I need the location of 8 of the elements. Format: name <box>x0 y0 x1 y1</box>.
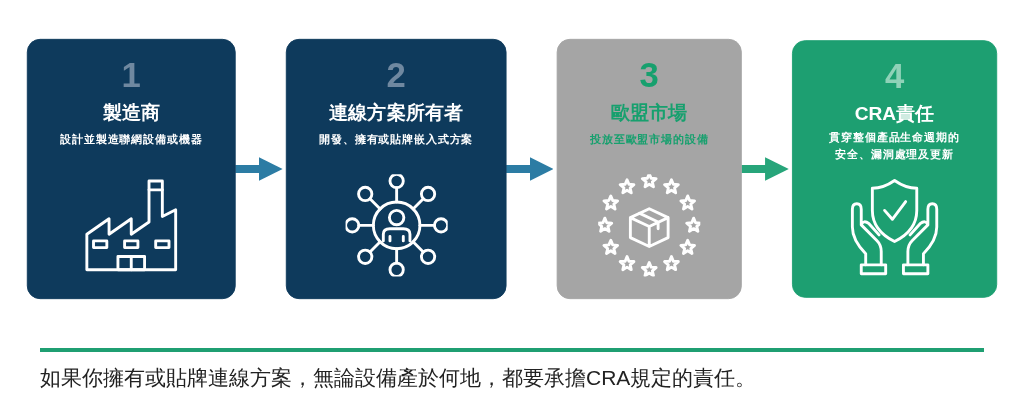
arrow <box>741 157 789 181</box>
node-box: 3 歐盟市場 投放至歐盟市場的設備 <box>556 38 742 300</box>
node-box: 1 製造商 設計並製造聯網設備或機器 <box>26 38 236 300</box>
node-box: 4 CRA責任 貫穿整個產品生命週期的安全、漏洞處理及更新 <box>791 40 998 298</box>
caption: 如果你擁有或貼牌連線方案，無論設備產於何地，都要承擔CRA規定的責任。 <box>40 365 757 391</box>
arrow <box>506 157 554 181</box>
node-box: 2 連線方案所有者 開發、擁有或貼牌嵌入式方案 <box>285 38 507 300</box>
arrow <box>235 157 283 181</box>
